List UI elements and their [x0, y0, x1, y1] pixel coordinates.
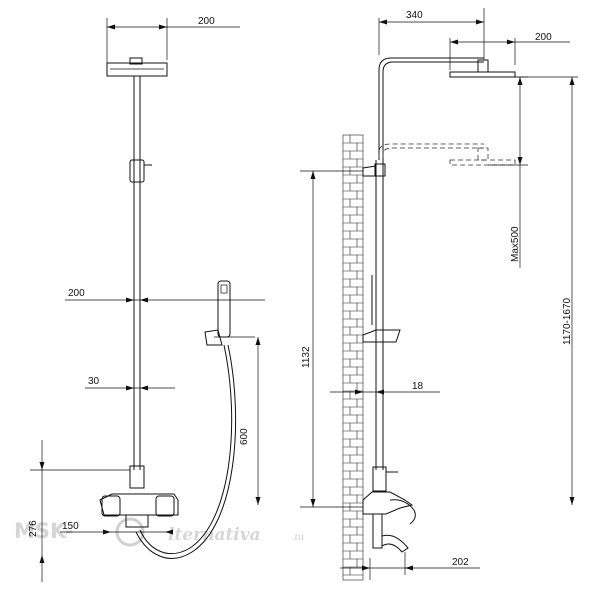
arrowhead	[569, 77, 575, 85]
front-holder-height-label: 600	[239, 428, 250, 445]
side-head-width-label: 200	[535, 32, 552, 43]
front-head-width-label: 200	[198, 16, 215, 27]
front-bar-offset-label: 200	[68, 288, 85, 299]
side-head-lowered-joint	[477, 147, 489, 161]
front-left-handle	[101, 495, 121, 517]
watermark-brand-right: lternativa	[168, 525, 261, 545]
front-mixer-height-label: 276	[28, 520, 39, 537]
side-arm-lowered-inner	[382, 147, 484, 158]
arrowhead	[39, 555, 45, 563]
arrowhead	[310, 171, 316, 179]
arrowhead	[355, 389, 363, 395]
arrowhead	[126, 297, 134, 303]
front-hand-shower	[217, 280, 231, 338]
front-diverter	[129, 465, 145, 489]
arrowhead	[507, 39, 515, 45]
side-upper-wall-bracket	[362, 165, 377, 177]
arrowhead	[569, 497, 575, 505]
watermark: MSK- lternativa .ru	[14, 517, 304, 547]
side-spout-body	[372, 514, 383, 549]
wall-bricks	[343, 135, 363, 576]
front-upper-bracket	[129, 159, 145, 183]
arrowhead	[140, 297, 148, 303]
arrowhead	[362, 565, 370, 571]
side-arm-inner	[382, 61, 484, 160]
watermark-brand-left: MSK-	[14, 519, 73, 543]
arrowhead	[405, 565, 413, 571]
side-bracket-height-label: 1132	[301, 346, 312, 368]
front-hand-shower-nozzle	[220, 284, 228, 294]
arrowhead	[140, 385, 148, 391]
front-shower-head	[106, 62, 168, 77]
arrowhead	[310, 499, 316, 507]
watermark-domain: .ru	[292, 532, 304, 543]
arrowhead	[126, 385, 134, 391]
side-wall-gap-label: 18	[412, 381, 424, 392]
side-spout-length-label: 202	[452, 557, 469, 568]
side-max-adjust-label: Max500	[510, 226, 521, 262]
side-arm-outer	[378, 57, 484, 160]
arrowhead	[450, 39, 458, 45]
side-shower-head	[449, 71, 516, 78]
side-total-height-label: 1170-1670	[562, 297, 573, 345]
arrowhead	[376, 389, 384, 395]
arrowhead	[107, 24, 115, 30]
side-bath-spout	[381, 534, 409, 553]
wall-outline	[342, 134, 364, 581]
arrowhead	[517, 77, 523, 85]
side-middle-bracket	[362, 329, 384, 343]
side-shower-head-lowered	[449, 159, 516, 166]
front-bar-gap-label: 30	[88, 376, 100, 387]
arrowhead	[517, 157, 523, 165]
arrowhead	[159, 24, 167, 30]
brick-wall	[342, 134, 364, 581]
front-mixer-body	[99, 493, 179, 516]
arrowhead	[103, 529, 111, 535]
arrowhead	[379, 19, 387, 25]
side-mixer-body	[362, 491, 414, 515]
front-right-handle	[155, 495, 175, 517]
side-arm-length-label: 340	[406, 10, 423, 21]
side-view: 340 200 Max500 1170-1670	[300, 8, 578, 581]
arrowhead	[476, 19, 484, 25]
front-mixer-width-label: 150	[62, 521, 79, 532]
front-shower-hose-outer	[135, 344, 237, 559]
arrowhead	[255, 497, 261, 505]
side-mixer-lever	[389, 499, 416, 525]
front-shower-hose	[139, 344, 233, 555]
front-view: 200 200 600 30	[28, 16, 265, 582]
arrowhead	[165, 529, 173, 535]
arrowhead	[39, 462, 45, 470]
arrowhead	[255, 337, 261, 345]
side-diverter	[372, 466, 387, 492]
front-hand-holder	[204, 329, 223, 346]
front-spout	[125, 514, 149, 528]
side-hand-holder	[383, 329, 401, 343]
front-head-connector	[129, 57, 143, 65]
side-upper-clamp	[374, 163, 386, 177]
side-arm-lowered-outer	[378, 143, 484, 158]
